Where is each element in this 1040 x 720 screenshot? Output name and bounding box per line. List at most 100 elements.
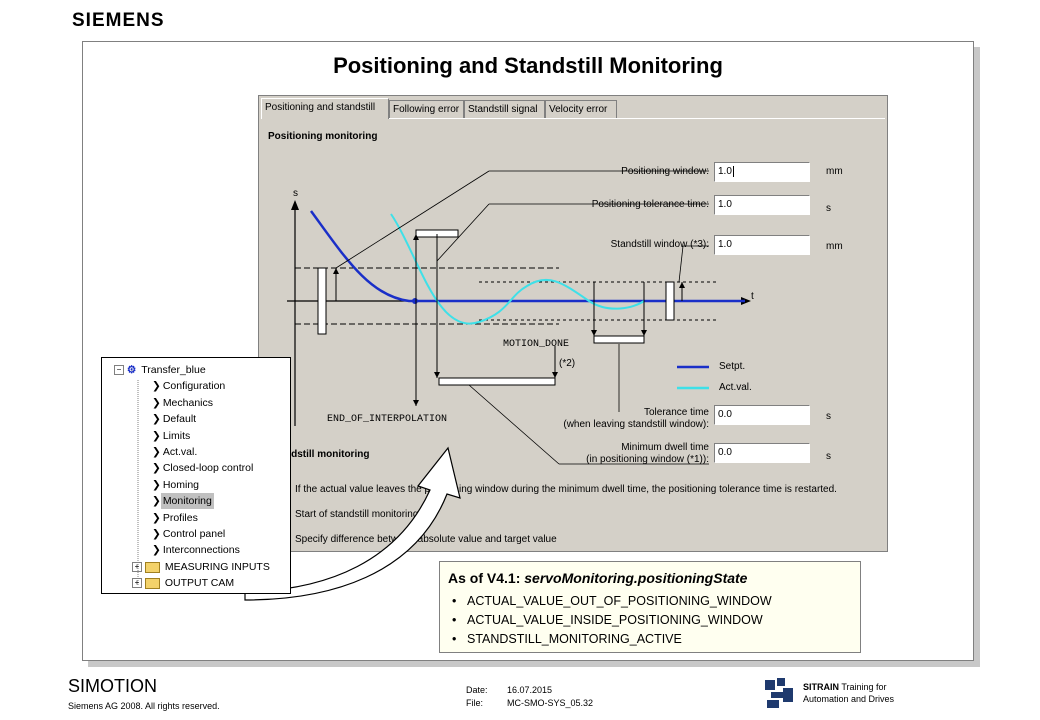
tree-item-label: Configuration [162, 380, 226, 392]
footer-date-label: Date: [466, 685, 488, 695]
tree-item-control-panel[interactable]: ❯Control panel [152, 526, 227, 542]
end-interp-arrow-head-top [413, 234, 419, 240]
t-axis-label: t [751, 291, 754, 302]
note-title-prefix: As of V4.1: [448, 570, 525, 586]
positioning-diagram [287, 170, 751, 465]
sitrain-tagline: Training for [839, 682, 887, 692]
leader-window [335, 170, 490, 269]
positioning-window-input[interactable]: 1.0 [714, 162, 810, 182]
min-dwell-unit: s [826, 451, 831, 462]
motion-done-arrow-head [552, 372, 558, 378]
note-item: ACTUAL_VALUE_OUT_OF_POSITIONING_WINDOW [452, 594, 772, 608]
tree-item-label: Interconnections [162, 544, 240, 556]
positioning-monitoring-heading: Positioning monitoring [268, 131, 378, 142]
slide-title: Positioning and Standstill Monitoring [333, 53, 723, 78]
tree-item-label: Closed-loop control [162, 462, 254, 474]
footer-product: SIMOTION [68, 676, 157, 696]
t-axis-arrow [741, 297, 751, 305]
s-axis-label: s [293, 188, 298, 199]
tolerance-time-label-line2: (when leaving standstill window): [563, 419, 709, 430]
standstill-window-label: Standstill window (*3): [610, 239, 709, 250]
sitrain-text: SITRAIN Training for Automation and Driv… [803, 681, 894, 705]
tree-folder-measuring-inputs[interactable]: + MEASURING INPUTS [132, 559, 272, 575]
note-item: ACTUAL_VALUE_INSIDE_POSITIONING_WINDOW [452, 613, 763, 627]
expand-icon[interactable]: + [132, 578, 142, 589]
actual-value-curve [390, 213, 645, 325]
chevron-right-icon: ❯ [152, 512, 161, 524]
tolerance-time-label-line1: Tolerance time [643, 407, 709, 418]
tab-standstill-signal[interactable]: Standstill signal [464, 100, 545, 118]
folder-icon [144, 561, 160, 573]
chevron-right-icon: ❯ [152, 413, 161, 425]
collapse-icon[interactable]: − [114, 365, 124, 376]
chevron-right-icon: ❯ [152, 462, 161, 474]
tree-item-label: Default [162, 413, 197, 425]
tree-item-configuration[interactable]: ❯Configuration [152, 378, 227, 394]
standstill-window-input[interactable]: 1.0 [714, 235, 810, 255]
tolerance-time-unit: s [826, 411, 831, 422]
right-standstill-bar [665, 281, 675, 321]
footer-file-value: MC-SMO-SYS_05.32 [507, 698, 594, 708]
positioning-tolerance-time-label: Positioning tolerance time: [591, 199, 709, 210]
setpoint-curve [309, 210, 745, 303]
tree-root[interactable]: − ⚙ Transfer_blue [114, 362, 208, 378]
leader-standstill [678, 245, 684, 283]
note-dwell-restart: If the actual value leaves the positioni… [295, 484, 837, 495]
tree-item-profiles[interactable]: ❯Profiles [152, 510, 200, 526]
note-title-variable: servoMonitoring.positioningState [524, 570, 748, 586]
chevron-right-icon: ❯ [152, 528, 161, 540]
footer-copyright: Siemens AG 2008. All rights reserved. [68, 701, 220, 711]
tree-item-label: Profiles [162, 512, 198, 524]
tree-item-default[interactable]: ❯Default [152, 411, 198, 427]
tab-velocity-error[interactable]: Velocity error [545, 100, 617, 118]
positioning-state-note: As of V4.1: servoMonitoring.positioningS… [439, 561, 861, 653]
min-dwell-label-line1: Minimum dwell time [621, 442, 709, 453]
tab-positioning-and-standstill[interactable]: Positioning and standstill [261, 98, 389, 119]
tree-folder-label: MEASURING INPUTS [164, 561, 270, 573]
tree-item-homing[interactable]: ❯Homing [152, 477, 201, 493]
tree-item-label: Limits [162, 430, 191, 442]
min-dwell-input[interactable]: 0.0 [714, 443, 810, 463]
note-start-standstill: Start of standstill monitoring [295, 509, 419, 520]
tree-item-closed-loop-control[interactable]: ❯Closed-loop control [152, 460, 255, 476]
dwell-arrow-head [434, 372, 440, 378]
left-window-bar [317, 267, 327, 335]
tree-item-monitoring[interactable]: ❯Monitoring [152, 493, 214, 509]
folder-icon [144, 577, 160, 589]
leader-dwell [468, 384, 560, 465]
tolerance-time-input[interactable]: 0.0 [714, 405, 810, 425]
expand-icon[interactable]: + [132, 562, 142, 573]
tree-item-label: Monitoring [160, 493, 214, 509]
tab-following-error[interactable]: Following error [389, 100, 464, 118]
sitrain-logo-icon [765, 678, 793, 708]
monitoring-dialog: Positioning and standstill Following err… [258, 95, 888, 552]
legend-actual-label: Act.val. [719, 382, 752, 393]
footer-date-value: 16.07.2015 [507, 685, 553, 695]
note-title: As of V4.1: servoMonitoring.positioningS… [448, 570, 747, 586]
tree-item-label: Act.val. [162, 446, 198, 458]
motion-done-label: MOTION_DONE [503, 339, 570, 350]
positioning-tolerance-time-input[interactable]: 1.0 [714, 195, 810, 215]
note-specify-difference: Specify difference between absolute valu… [295, 534, 557, 545]
footer-file-label: File: [466, 698, 484, 708]
axis-icon: ⚙ [126, 364, 137, 376]
tree-item-interconnections[interactable]: ❯Interconnections [152, 542, 242, 558]
chevron-right-icon: ❯ [152, 479, 161, 491]
tree-item-act-val[interactable]: ❯Act.val. [152, 444, 199, 460]
tree-item-label: Mechanics [162, 397, 214, 409]
window-arrow-head [333, 268, 339, 274]
positioning-tolerance-time-unit: s [826, 203, 831, 214]
chevron-right-icon: ❯ [152, 430, 161, 442]
chevron-right-icon: ❯ [152, 495, 161, 507]
tree-folder-output-cam[interactable]: + OUTPUT CAM [132, 575, 236, 591]
tree-item-label: Homing [162, 479, 199, 491]
tree-item-limits[interactable]: ❯Limits [152, 428, 192, 444]
tree-item-label: Control panel [162, 528, 226, 540]
leader-tolerance [436, 203, 490, 262]
tree-item-mechanics[interactable]: ❯Mechanics [152, 395, 215, 411]
chevron-right-icon: ❯ [152, 446, 161, 458]
note2-label: (*2) [559, 358, 576, 369]
chevron-right-icon: ❯ [152, 544, 161, 556]
end-interp-arrow-head [413, 400, 419, 406]
standstill-monitoring-heading: ndstill monitoring [285, 449, 370, 460]
